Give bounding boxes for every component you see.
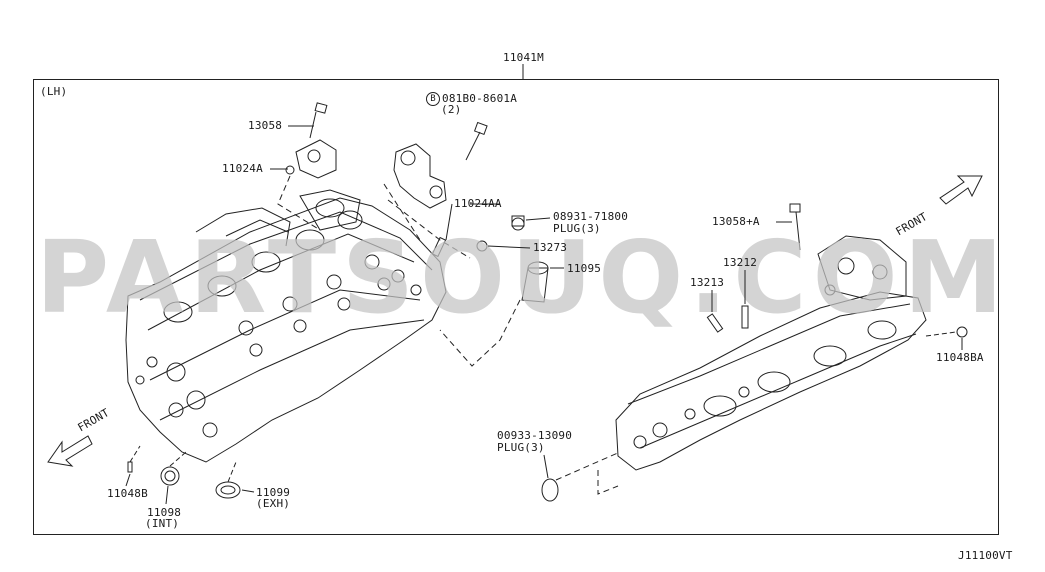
label-11098[interactable]: 11098 bbox=[147, 506, 182, 519]
label-11048BA[interactable]: 11048BA bbox=[936, 351, 984, 364]
label-11099[interactable]: 11099 bbox=[256, 486, 291, 499]
label-11041M[interactable]: 11041M bbox=[503, 51, 544, 64]
front-arrow-left bbox=[47, 435, 93, 467]
plug-column bbox=[439, 215, 549, 367]
label-08931[interactable]: 08931-71800 bbox=[553, 210, 629, 223]
label-side: (LH) bbox=[40, 85, 68, 98]
bracket-11024AA-assembly bbox=[383, 121, 488, 259]
label-11095[interactable]: 11095 bbox=[567, 262, 602, 275]
left-cylinder-head bbox=[125, 189, 447, 463]
label-00933[interactable]: 00933-13090 bbox=[497, 429, 573, 442]
diagram-frame bbox=[33, 79, 999, 535]
bracket-11024A bbox=[277, 102, 337, 231]
label-11099-desc: (EXH) bbox=[256, 497, 291, 510]
label-13058[interactable]: 13058 bbox=[248, 119, 283, 132]
left-small-parts bbox=[127, 445, 241, 499]
label-00933-desc: PLUG(3) bbox=[497, 441, 545, 454]
bolt-circle-icon: B bbox=[426, 92, 440, 106]
label-11024A[interactable]: 11024A bbox=[222, 162, 263, 175]
label-13058A[interactable]: 13058+A bbox=[712, 215, 760, 228]
diagram-code: J11100VT bbox=[958, 549, 1013, 562]
label-11098-desc: (INT) bbox=[145, 517, 180, 530]
label-13212[interactable]: 13212 bbox=[723, 256, 758, 269]
label-081B0-number: 081B0-8601A bbox=[442, 92, 518, 105]
label-081B0-qty: (2) bbox=[441, 103, 462, 116]
front-arrow-right bbox=[939, 175, 983, 205]
label-08931-desc: PLUG(3) bbox=[553, 222, 601, 235]
label-11048B[interactable]: 11048B bbox=[107, 487, 148, 500]
label-13273[interactable]: 13273 bbox=[533, 241, 568, 254]
label-11024AA[interactable]: 11024AA bbox=[454, 197, 502, 210]
right-cylinder-head bbox=[541, 203, 968, 502]
label-13213[interactable]: 13213 bbox=[690, 276, 725, 289]
watermark: PARTSOUQ.COM bbox=[35, 219, 1010, 336]
